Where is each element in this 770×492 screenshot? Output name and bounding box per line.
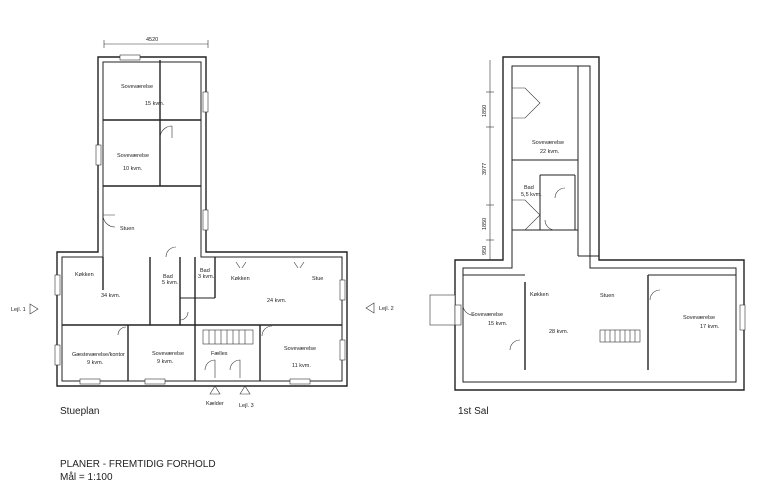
exterior-walls — [454, 56, 745, 391]
windows — [54, 54, 346, 385]
svg-text:950: 950 — [482, 246, 488, 255]
svg-text:3977: 3977 — [482, 163, 488, 175]
ground-floor-plan: 4520 — [11, 37, 394, 417]
entrance-arrow-icon — [29, 303, 39, 315]
drawing-title: PLANER - FREMTIDIG FORHOLD — [60, 459, 216, 470]
svg-text:4520: 4520 — [146, 37, 158, 43]
room-labels: Soveværelse 22 kvm. Bad 5,5 kvm. Sovevær… — [471, 140, 720, 335]
room-name: Køkken — [75, 272, 94, 278]
room-name: Soveværelse — [152, 351, 184, 357]
room-area: 5 kvm. — [162, 280, 179, 286]
room-area: 15 kvm. — [145, 101, 165, 107]
staircase — [202, 329, 254, 345]
room-area: 5,5 kvm. — [521, 192, 542, 198]
dimension-chain: 1850 3977 1850 950 — [482, 60, 494, 261]
staircase — [599, 329, 641, 343]
room-name: Køkken — [530, 292, 549, 298]
room-name: Køkken — [231, 276, 250, 282]
room-name: Stuen — [600, 293, 614, 299]
room-area: 17 kvm. — [700, 324, 720, 330]
room-area: 24 kvm. — [267, 298, 287, 304]
room-name: Stuen — [120, 226, 134, 232]
entrance-markers: Lejl. 1 Lejl. 2 Kælder Lejl. 3 — [11, 302, 394, 409]
drawing-scale: Mål = 1:100 — [60, 471, 113, 483]
doors — [462, 187, 661, 351]
exterior-walls — [56, 56, 348, 387]
room-area: 22 kvm. — [540, 149, 560, 155]
drawing-footer: PLANER - FREMTIDIG FORHOLD Mål = 1:100 — [60, 459, 216, 483]
room-area: 34 kvm. — [101, 293, 121, 299]
svg-text:1850: 1850 — [482, 105, 488, 117]
room-name: Fælles — [211, 351, 228, 357]
first-floor-title: 1st Sal — [458, 406, 489, 417]
room-name: Bad — [163, 274, 173, 280]
room-name: Soveværelse — [471, 312, 503, 318]
windows — [429, 294, 746, 331]
lejl2-label: Lejl. 2 — [379, 306, 394, 312]
doors — [102, 125, 305, 378]
room-labels: Soveværelse 15 kvm. Soveværelse 10 kvm. … — [72, 84, 323, 369]
entrance-arrow-icon — [365, 302, 375, 314]
lejl3-label: Lejl. 3 — [239, 403, 254, 409]
svg-text:1850: 1850 — [482, 218, 488, 230]
room-name: Soveværelse — [121, 84, 153, 90]
room-area: 3 kvm. — [198, 274, 215, 280]
room-name: Stue — [312, 276, 323, 282]
room-area: 9 kvm. — [87, 360, 104, 366]
entrance-arrow-icon — [209, 385, 221, 395]
interior-walls — [62, 60, 342, 381]
room-name: Soveværelse — [117, 153, 149, 159]
room-name: Soveværelse — [532, 140, 564, 146]
room-name: Soveværelse — [683, 315, 715, 321]
room-area: 15 kvm. — [488, 321, 508, 327]
room-area: 10 kvm. — [123, 166, 143, 172]
first-floor-plan: 1850 3977 1850 950 — [429, 56, 746, 417]
dimension-4520: 4520 — [103, 37, 209, 48]
room-name: Soveværelse — [284, 346, 316, 352]
room-area: 11 kvm. — [292, 363, 311, 369]
room-area: 9 kvm. — [157, 359, 174, 365]
kaelder-label: Kælder — [206, 401, 224, 407]
room-area: 28 kvm. — [549, 329, 569, 335]
room-name: Bad — [524, 185, 534, 191]
lejl1-label: Lejl. 1 — [11, 307, 26, 313]
entrance-arrow-icon — [239, 385, 251, 395]
balcony — [429, 294, 456, 326]
ground-floor-title: Stueplan — [60, 406, 99, 417]
room-name: Bad — [200, 268, 210, 274]
dormers — [511, 87, 541, 231]
room-name: Gæsteværelse/kontor — [72, 352, 125, 358]
